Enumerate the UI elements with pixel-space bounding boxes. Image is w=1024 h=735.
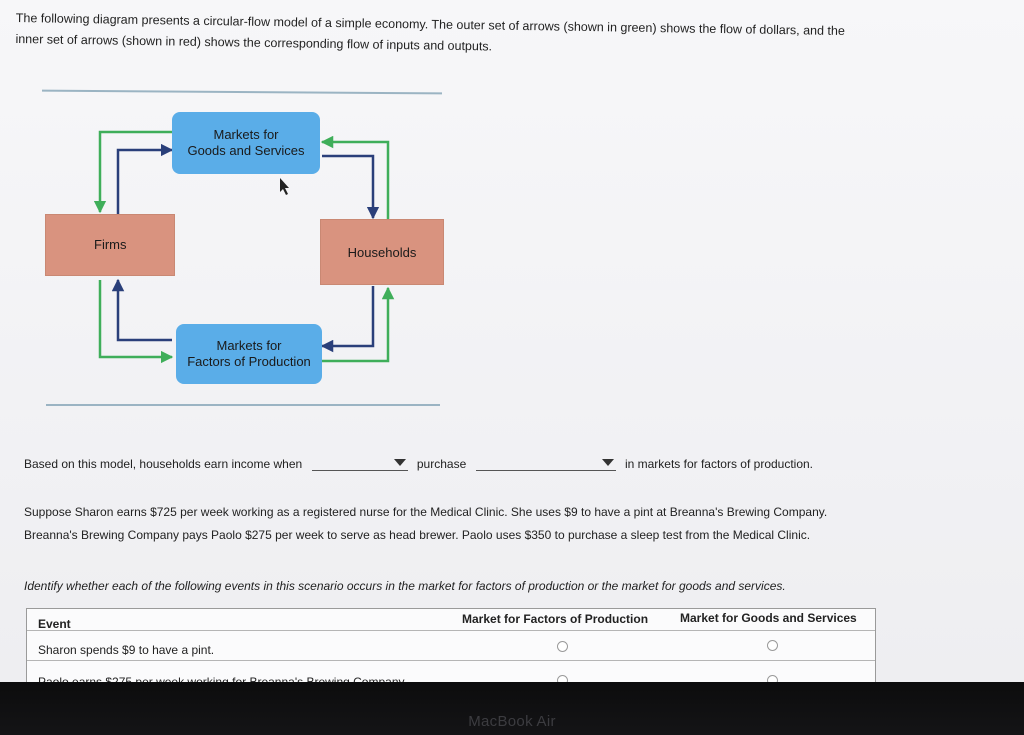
goods-market-label-line-1: Markets for xyxy=(213,127,279,142)
goods-radio[interactable] xyxy=(767,640,778,651)
intro-text: The following diagram presents a circula… xyxy=(15,8,916,64)
agent-dropdown[interactable] xyxy=(311,456,408,472)
blue-arrow-households-to-factors xyxy=(320,286,375,353)
green-arrow-firms-to-factors xyxy=(98,280,174,364)
question-suffix: in markets for factors of production. xyxy=(624,456,814,471)
goods-market-label-line-2: Goods and Services xyxy=(187,143,305,158)
question-prefix: Based on this model, households earn inc… xyxy=(24,456,303,471)
mouse-cursor-icon xyxy=(280,178,289,195)
firms-label: Firms xyxy=(94,237,127,252)
header-event: Event xyxy=(38,617,71,631)
scenario-line-2: Breanna's Brewing Company pays Paolo $27… xyxy=(24,528,811,542)
blue-arrow-goods-to-households xyxy=(322,154,380,220)
households-label: Households xyxy=(347,244,417,260)
scenario-line-1: Suppose Sharon earns $725 per week worki… xyxy=(24,505,828,519)
goods-and-services-market-box: Markets for Goods and Services xyxy=(172,112,320,174)
blue-arrow-firms-to-goods xyxy=(116,143,174,214)
factors-market-label-line-2: Factors of Production xyxy=(187,354,311,369)
purchase-dropdown[interactable] xyxy=(475,456,616,472)
households-box: Households xyxy=(320,219,444,285)
factors-of-production-market-box: Markets for Factors of Production xyxy=(176,324,322,384)
income-question: Based on this model, households earn inc… xyxy=(24,456,814,472)
dropdown-arrow-icon xyxy=(393,459,406,467)
laptop-bezel xyxy=(0,682,1024,735)
header-factors-market: Market for Factors of Production xyxy=(462,612,649,626)
identify-instruction: Identify whether each of the following e… xyxy=(24,579,786,593)
firms-box: Firms xyxy=(45,214,175,276)
factors-radio[interactable] xyxy=(557,641,568,652)
question-middle: purchase xyxy=(416,456,467,471)
table-row: Sharon spends $9 to have a pint. xyxy=(27,631,875,661)
blue-arrow-factors-to-firms xyxy=(111,278,172,342)
scenario-text: Suppose Sharon earns $725 per week worki… xyxy=(24,501,904,547)
header-goods-market: Market for Goods and Services xyxy=(680,611,857,625)
device-label: MacBook Air xyxy=(468,713,556,730)
green-arrow-goods-to-firms xyxy=(93,130,172,214)
browser-content: The following diagram presents a circula… xyxy=(0,0,1024,690)
dropdown-arrow-icon xyxy=(601,459,614,467)
event-cell: Sharon spends $9 to have a pint. xyxy=(38,643,215,657)
factors-market-label-line-1: Markets for xyxy=(216,338,282,353)
green-arrow-households-to-goods xyxy=(320,135,390,250)
flow-arrows xyxy=(93,130,395,364)
green-arrow-factors-to-households xyxy=(322,286,395,363)
events-table: Event Market for Factors of Production M… xyxy=(26,608,876,690)
circular-flow-diagram: Markets for Goods and Services Markets f… xyxy=(40,100,450,400)
diagram-top-rule xyxy=(41,89,443,95)
diagram-bottom-rule xyxy=(46,404,440,406)
table-header-row: Event Market for Factors of Production M… xyxy=(27,609,875,631)
